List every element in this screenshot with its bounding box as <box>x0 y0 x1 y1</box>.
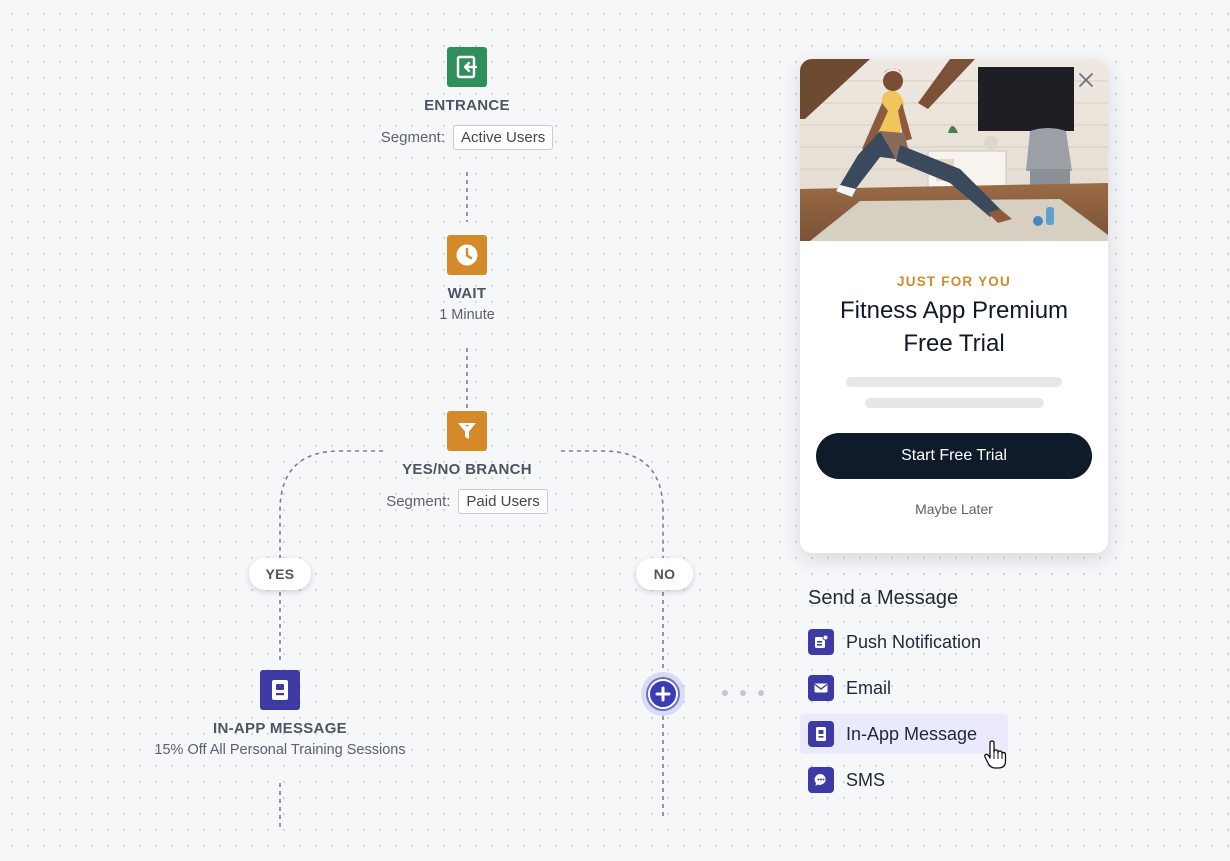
send-option-in-app-message[interactable]: In-App Message <box>800 714 1008 754</box>
body-placeholder-line <box>846 377 1062 387</box>
email-icon <box>808 675 834 701</box>
close-icon[interactable] <box>1078 72 1094 88</box>
wait-title: WAIT <box>447 285 487 302</box>
in-app-message-node[interactable]: IN-APP MESSAGE 15% Off All Personal Trai… <box>120 670 440 758</box>
branch-title: YES/NO BRANCH <box>402 461 532 478</box>
send-option-label: In-App Message <box>846 723 978 744</box>
segment-chip[interactable]: Paid Users <box>458 489 548 514</box>
send-option-label: SMS <box>846 769 886 790</box>
in-app-message-icon <box>260 670 300 710</box>
sms-icon <box>808 767 834 793</box>
send-option-push-notification[interactable]: Push Notification <box>800 622 1008 662</box>
entrance-title: ENTRANCE <box>424 97 510 114</box>
start-free-trial-button[interactable]: Start Free Trial <box>816 433 1092 479</box>
entrance-node[interactable]: ENTRANCE Segment: Active Users <box>367 47 567 150</box>
send-option-email[interactable]: Email <box>800 668 1008 708</box>
in-app-message-title: IN-APP MESSAGE <box>213 720 347 737</box>
hand-pointer-cursor-icon <box>983 740 1007 770</box>
in-app-message-icon <box>808 721 834 747</box>
body-placeholder-line <box>865 398 1044 408</box>
branch-node[interactable]: YES/NO BRANCH Segment: Paid Users <box>367 411 567 514</box>
filter-icon <box>447 411 487 451</box>
segment-label: Segment: <box>386 493 451 510</box>
push-notification-icon <box>808 629 834 655</box>
message-headline: Fitness App Premium Free Trial <box>839 297 1069 357</box>
in-app-message-subtitle: 15% Off All Personal Training Sessions <box>154 742 406 758</box>
exit-door-icon <box>447 47 487 87</box>
clock-icon <box>447 235 487 275</box>
maybe-later-link[interactable]: Maybe Later <box>915 501 993 517</box>
segment-chip[interactable]: Active Users <box>453 125 554 150</box>
branch-segment: Segment: Paid Users <box>386 489 548 514</box>
add-step-button[interactable] <box>641 672 685 716</box>
send-option-label: Push Notification <box>846 631 982 652</box>
wait-node[interactable]: WAIT 1 Minute <box>367 235 567 323</box>
eyebrow-text: JUST FOR YOU <box>897 274 1011 289</box>
yes-branch-label[interactable]: YES <box>249 558 311 590</box>
send-option-label: Email <box>846 677 892 698</box>
ellipsis-connector <box>722 690 764 696</box>
in-app-message-preview: JUST FOR YOU Fitness App Premium Free Tr… <box>800 59 1108 553</box>
send-message-heading: Send a Message <box>808 587 959 609</box>
entrance-segment: Segment: Active Users <box>380 125 554 150</box>
wait-duration: 1 Minute <box>439 307 495 323</box>
no-branch-label[interactable]: NO <box>636 558 693 590</box>
send-option-sms[interactable]: SMS <box>800 760 1008 800</box>
segment-label: Segment: <box>380 129 446 146</box>
plus-icon <box>648 679 678 709</box>
hero-image <box>800 59 1108 241</box>
